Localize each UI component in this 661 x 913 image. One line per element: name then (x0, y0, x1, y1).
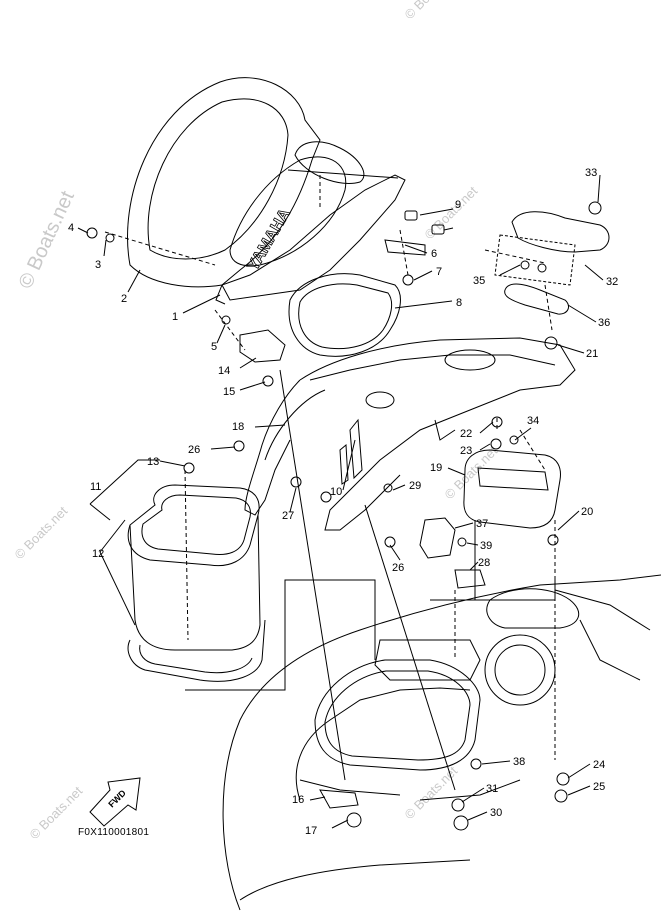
callout-33: 33 (585, 167, 597, 179)
callout-25: 25 (593, 781, 605, 793)
line-art (77, 77, 661, 911)
watermark-text: © Boats.net (402, 763, 461, 822)
rubber-pad (504, 283, 569, 315)
watermark-text: © Boats.net (27, 783, 86, 842)
callout-11: 11 (90, 481, 101, 493)
callout-20: 20 (581, 506, 593, 518)
callout-31: 31 (486, 783, 498, 795)
interconnect-lines (185, 369, 556, 791)
plate (319, 789, 359, 809)
callout-28: 28 (478, 557, 490, 569)
callout-6: 6 (431, 248, 437, 260)
callout-39: 39 (480, 540, 492, 552)
glove-box-tray (463, 449, 561, 529)
callout-12: 12 (92, 548, 104, 560)
watermark-text: © Boats.net (402, 0, 461, 22)
callout-26a: 26 (188, 444, 200, 456)
callout-4: 4 (68, 222, 74, 234)
callout-leaders (77, 174, 604, 829)
leader-lines (104, 175, 556, 760)
watermark-text: © Boats.net (12, 503, 71, 562)
callout-24: 24 (593, 759, 605, 771)
hinge (239, 329, 286, 363)
storage-bucket (127, 484, 266, 682)
callout-34: 34 (527, 415, 539, 427)
watermark-text: © Boats.net (422, 183, 481, 242)
callout-9: 9 (455, 199, 461, 211)
callout-35: 35 (473, 275, 485, 287)
callout-1: 1 (172, 311, 178, 323)
callout-13: 13 (147, 456, 159, 468)
watermark-text: © Boats.net (15, 187, 79, 292)
latch (419, 517, 456, 559)
callout-36: 36 (598, 317, 610, 329)
callout-18: 18 (232, 421, 244, 433)
callout-8: 8 (456, 297, 462, 309)
callout-16: 16 (292, 794, 304, 806)
callout-30: 30 (490, 807, 502, 819)
brand-emblem: YAMAHA (245, 206, 294, 274)
hood-cover (244, 337, 576, 531)
seal-ring (288, 273, 401, 357)
mirror (511, 211, 610, 253)
callout-27: 27 (282, 510, 294, 522)
callout-23: 23 (460, 445, 472, 457)
fwd-arrow-icon: FWD (89, 777, 141, 827)
hull-deck (222, 574, 661, 911)
front-cover (127, 77, 406, 305)
callout-2: 2 (121, 293, 127, 305)
watermarks: © Boats.net © Boats.net © Boats.net © Bo… (12, 0, 501, 842)
callout-37: 37 (476, 518, 488, 530)
callout-38: 38 (513, 756, 525, 768)
callout-10: 10 (330, 486, 342, 498)
callout-14: 14 (218, 365, 230, 377)
bracket (384, 239, 426, 256)
callout-26b: 26 (392, 562, 404, 574)
callout-17: 17 (305, 825, 317, 837)
part-code: F0X110001801 (78, 827, 149, 838)
callout-3: 3 (95, 259, 101, 271)
callout-22: 22 (460, 428, 472, 440)
callouts: 1 2 3 4 5 6 7 8 9 10 11 12 13 14 15 16 1… (68, 167, 618, 837)
callout-29: 29 (409, 480, 421, 492)
callout-21: 21 (586, 348, 598, 360)
fasteners (86, 201, 602, 831)
callout-5: 5 (211, 341, 217, 353)
callout-15: 15 (223, 386, 235, 398)
callout-32: 32 (606, 276, 618, 288)
callout-7: 7 (436, 266, 442, 278)
callout-19: 19 (430, 462, 442, 474)
